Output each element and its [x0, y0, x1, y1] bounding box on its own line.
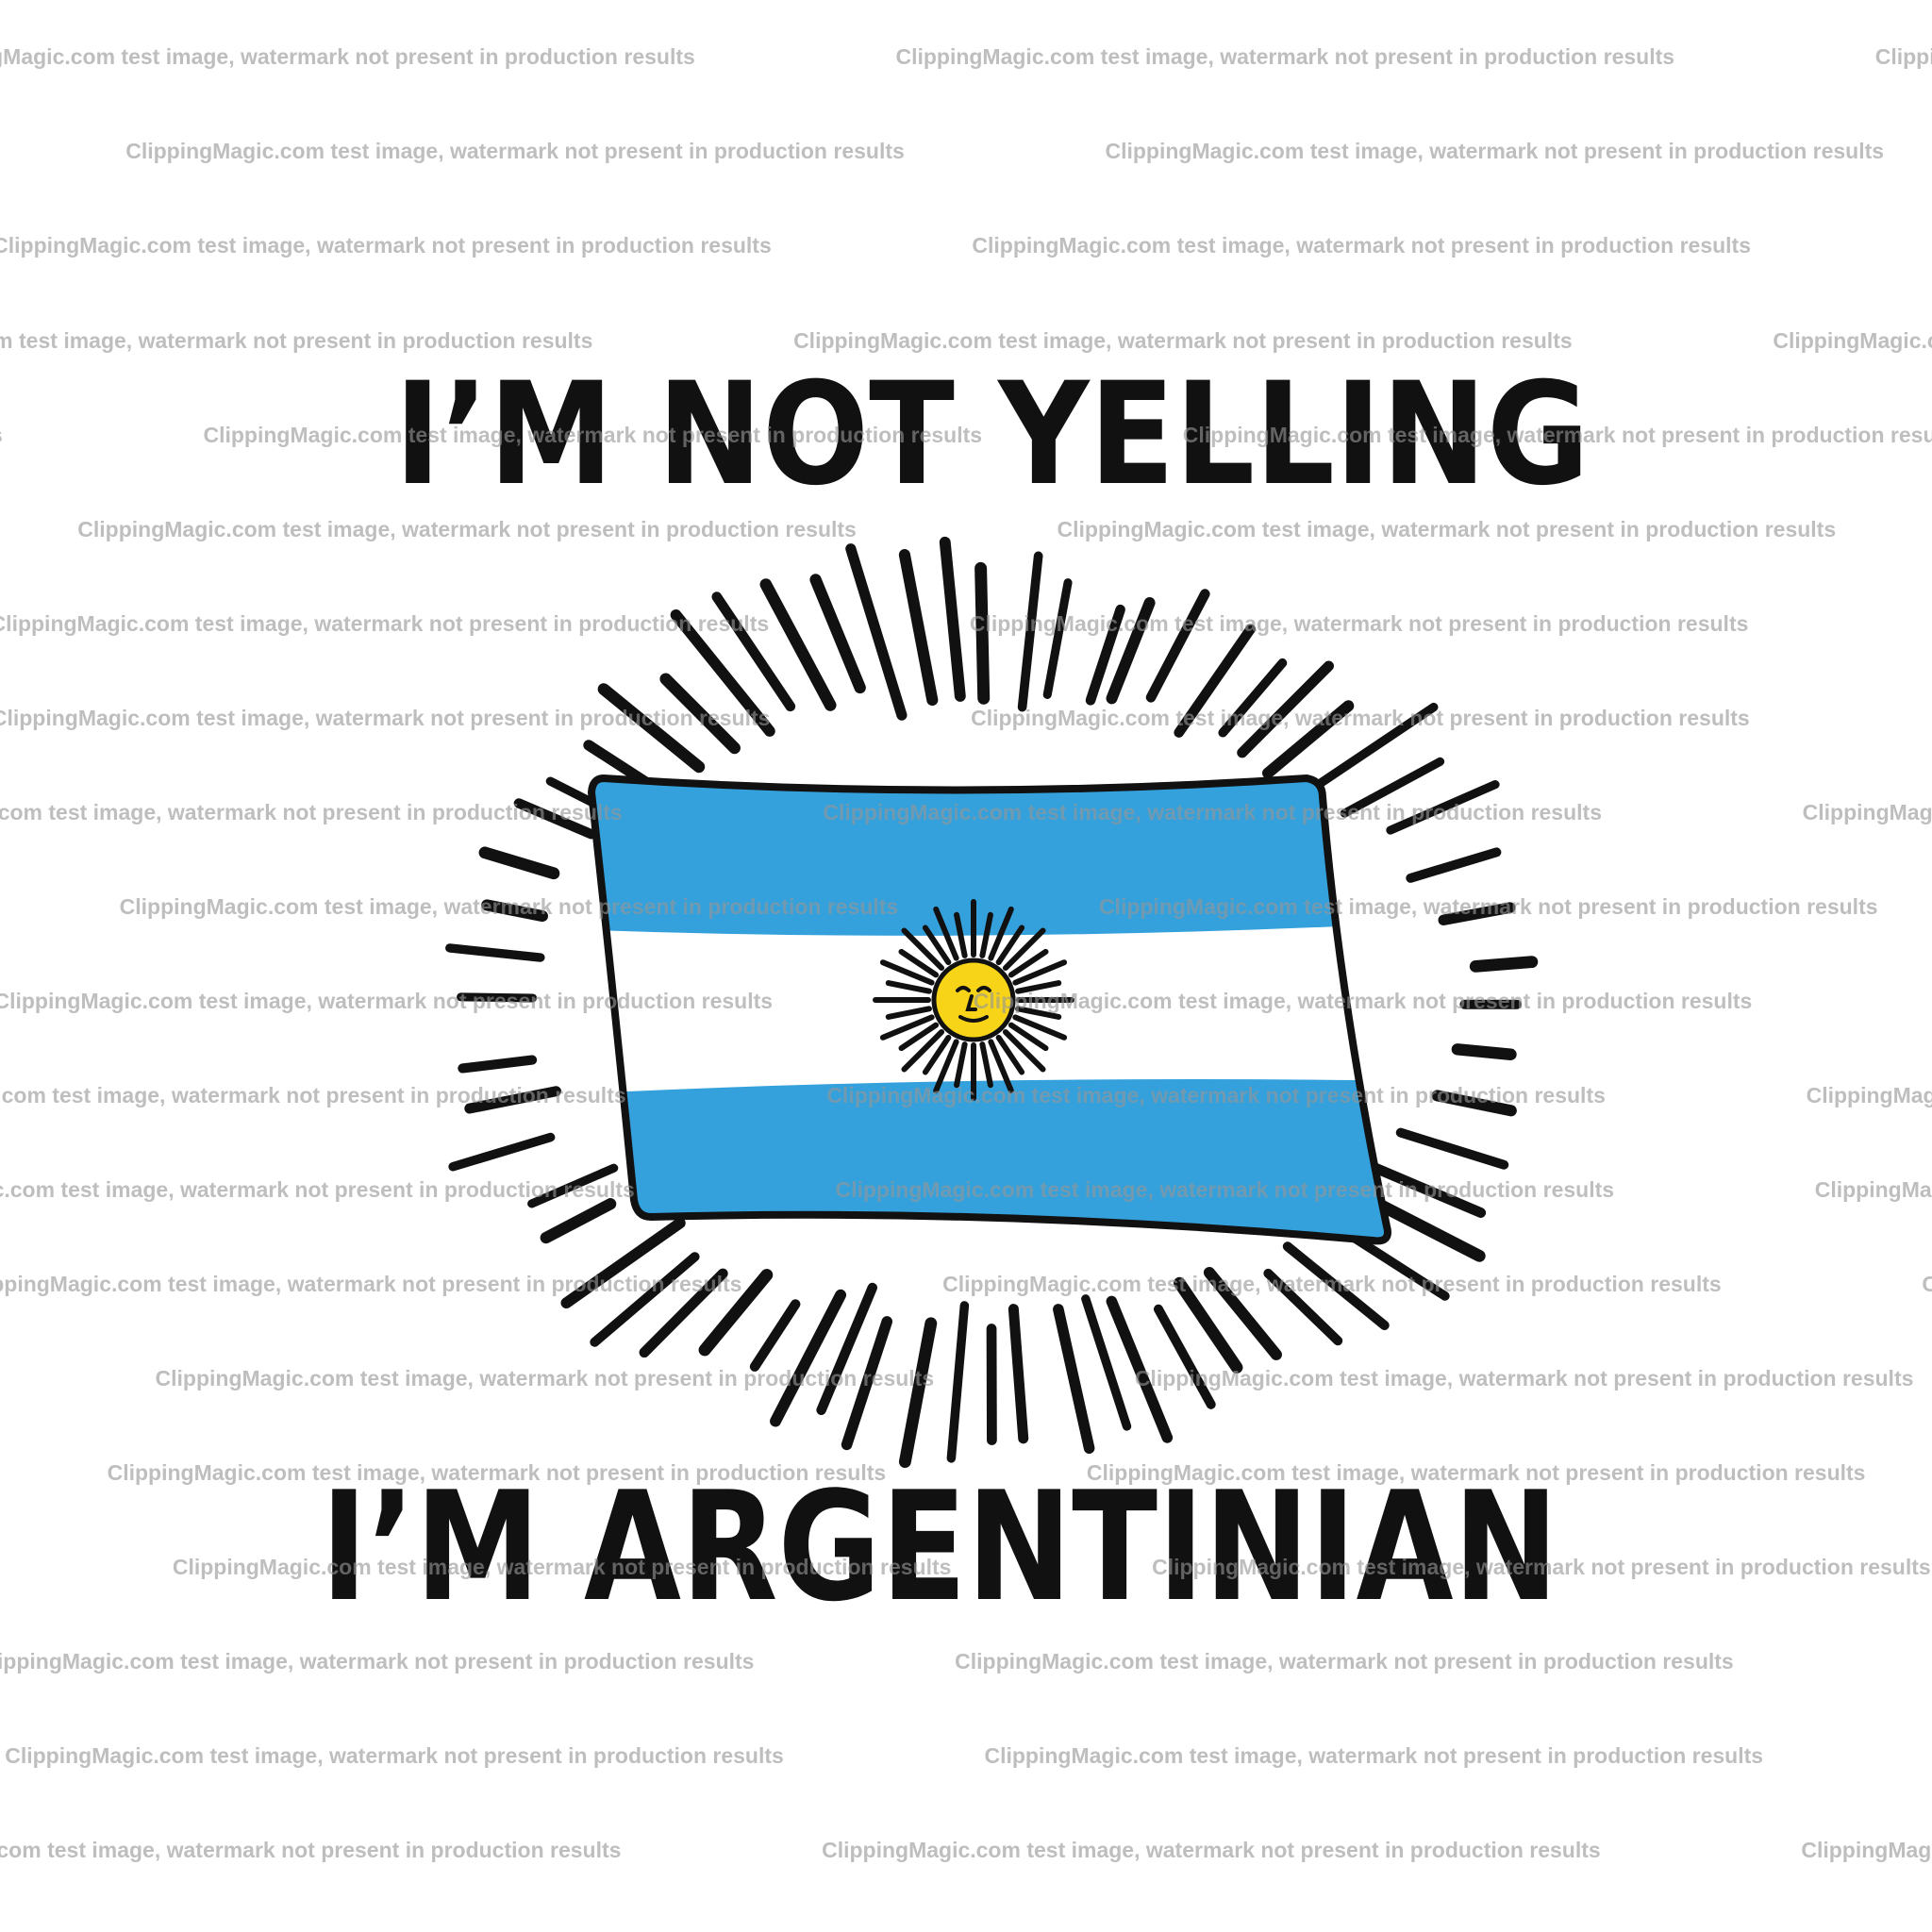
sun-ray: [879, 1014, 935, 1041]
ray: [639, 1268, 728, 1358]
ray: [448, 1132, 556, 1172]
sun-ray: [988, 1039, 1014, 1094]
ray: [1368, 1161, 1487, 1218]
ray: [1203, 1266, 1282, 1360]
ray: [540, 1198, 617, 1244]
ray: [946, 1301, 970, 1463]
ray: [1316, 702, 1439, 788]
ray: [670, 608, 775, 737]
sun-ray: [1002, 927, 1046, 972]
sun-ray: [1015, 1006, 1062, 1020]
ray: [590, 1252, 700, 1347]
argentina-flag-icon: [588, 774, 1391, 1245]
headline-top: I’M NOT YELLING: [394, 353, 1590, 517]
ray: [1017, 551, 1043, 712]
ray: [1106, 1295, 1174, 1443]
sun-ray: [1002, 1028, 1046, 1073]
sun-ray: [979, 911, 993, 958]
sun-ray: [933, 1039, 959, 1094]
ray: [464, 1086, 561, 1114]
ray: [1085, 604, 1125, 706]
ray: [560, 1217, 686, 1309]
sun-ray: [933, 906, 959, 961]
ray: [1145, 589, 1210, 703]
sun-face: [931, 958, 1016, 1042]
ray: [809, 574, 866, 694]
ray: [597, 683, 706, 774]
sun-ray: [1012, 959, 1068, 986]
ray: [698, 1269, 774, 1357]
ray: [1174, 624, 1256, 738]
ray: [770, 1289, 847, 1427]
sun-ray: [898, 1022, 940, 1052]
sun-ray: [922, 924, 952, 966]
flag-outline: [588, 774, 1391, 1245]
ray: [1174, 1276, 1243, 1374]
ray: [1153, 1304, 1216, 1409]
ray: [1261, 700, 1355, 779]
ray: [1340, 757, 1445, 818]
sun-of-may-icon: [873, 899, 1074, 1101]
ray: [1431, 1090, 1517, 1117]
ray: [478, 846, 560, 880]
ray: [458, 1055, 538, 1074]
ray: [1053, 1304, 1095, 1454]
ray: [1386, 780, 1500, 835]
sun-ray: [885, 980, 932, 994]
ray: [527, 1163, 619, 1208]
ray: [1042, 578, 1073, 699]
sun-ray: [1008, 1022, 1049, 1052]
headline-bottom: I’M ARGENTINIAN: [321, 1458, 1558, 1635]
sun-ray: [901, 927, 945, 972]
ray: [1282, 1241, 1390, 1331]
ray: [1081, 1294, 1132, 1431]
sun-ray: [954, 1041, 968, 1089]
ray: [898, 549, 939, 707]
ray: [1438, 902, 1516, 926]
ray: [1263, 1268, 1343, 1346]
sun-ray: [1008, 948, 1049, 978]
ray: [513, 798, 596, 840]
sun-ray: [988, 906, 1014, 961]
ray: [898, 1317, 938, 1468]
ray: [457, 992, 538, 1003]
ray: [1008, 1304, 1029, 1444]
ray: [759, 578, 837, 711]
ray: [1106, 597, 1156, 705]
sun-face-features: [956, 986, 991, 1023]
sun-ray: [954, 911, 968, 958]
sun-ray: [1012, 1014, 1068, 1041]
sun-ray: [995, 1034, 1025, 1075]
sun-ray: [1015, 980, 1062, 994]
ray: [481, 899, 548, 923]
ray: [1469, 956, 1539, 973]
ray: [816, 1282, 877, 1415]
ray: [1395, 1127, 1509, 1170]
sun-ray: [879, 959, 935, 986]
ray: [974, 561, 991, 705]
ray: [445, 943, 545, 962]
ray: [1451, 1043, 1517, 1060]
sun-ray: [922, 1034, 952, 1075]
ray: [1237, 660, 1334, 758]
ray: [659, 673, 741, 755]
ray: [1218, 658, 1288, 738]
ray: [845, 543, 908, 721]
ray: [841, 1316, 893, 1451]
sun-ray: [885, 1006, 932, 1020]
ray: [711, 591, 796, 712]
sun-ray: [901, 1028, 945, 1073]
ray: [1406, 847, 1502, 883]
sun-ray: [979, 1041, 993, 1089]
ray: [939, 536, 966, 702]
sun-ray: [995, 924, 1025, 966]
ray: [749, 1299, 801, 1372]
sun-ray: [898, 948, 940, 978]
